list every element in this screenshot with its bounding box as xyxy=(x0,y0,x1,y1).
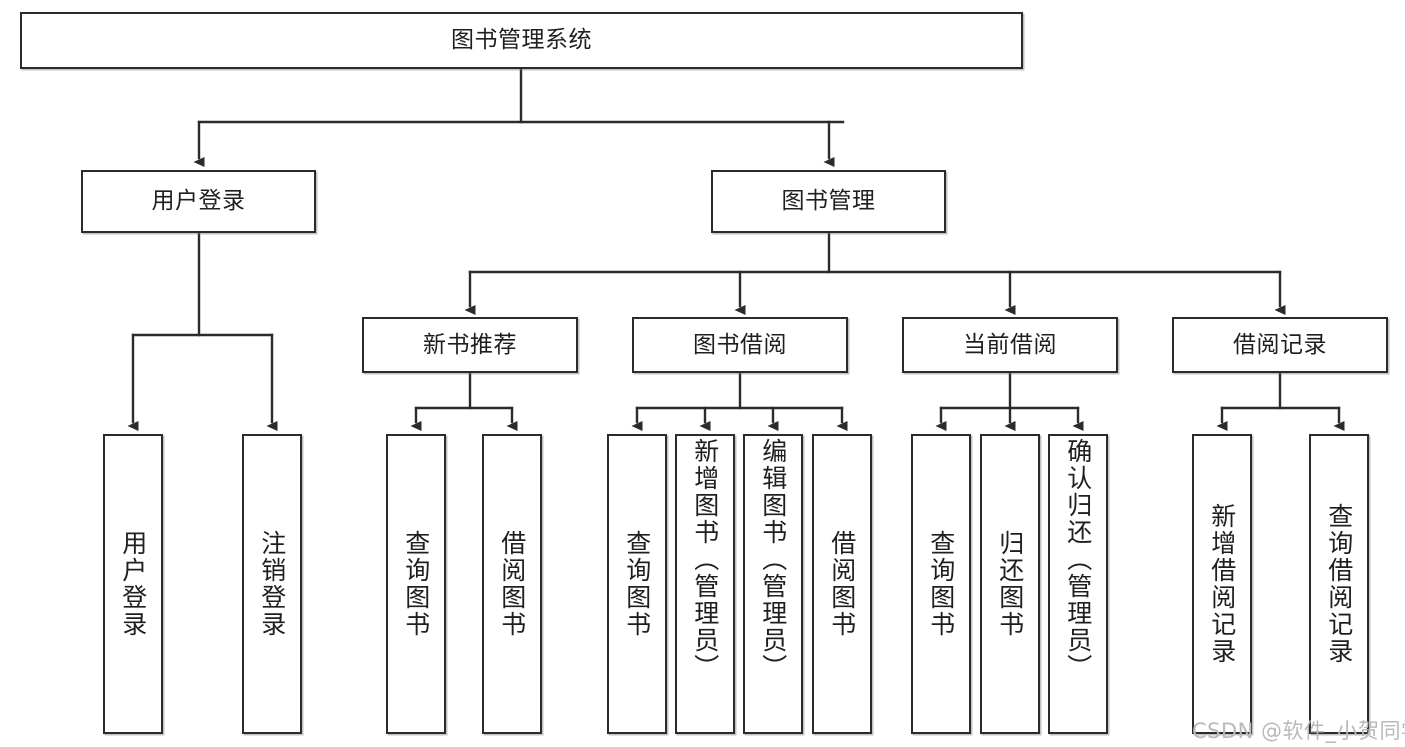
leaf-borrow-edit-book-label: 编辑图书（管理员） xyxy=(758,438,788,681)
leaf-borrow-add-book-label: 新增图书（管理员） xyxy=(690,438,720,681)
node-current-borrow[interactable]: 当前借阅 xyxy=(902,317,1118,373)
leaf-borrow-borrow-book[interactable]: 借阅图书 xyxy=(812,434,872,734)
node-book-borrow-label: 图书借阅 xyxy=(693,331,787,358)
node-root[interactable]: 图书管理系统 xyxy=(20,12,1023,69)
leaf-newbook-query-book[interactable]: 查询图书 xyxy=(386,434,446,734)
node-borrow-record-label: 借阅记录 xyxy=(1233,331,1327,358)
leaf-record-add-record-label: 新增借阅记录 xyxy=(1207,503,1237,665)
leaf-borrow-query-book-label: 查询图书 xyxy=(622,530,652,638)
node-new-book-recommend[interactable]: 新书推荐 xyxy=(362,317,578,373)
leaf-user-logout-label: 注销登录 xyxy=(257,530,287,638)
leaf-borrow-add-book[interactable]: 新增图书（管理员） xyxy=(675,434,735,734)
node-borrow-record[interactable]: 借阅记录 xyxy=(1172,317,1388,373)
leaf-user-logout[interactable]: 注销登录 xyxy=(242,434,302,734)
node-new-book-recommend-label: 新书推荐 xyxy=(423,331,517,358)
leaf-current-return-book-label: 归还图书 xyxy=(995,530,1025,638)
leaf-current-return-book[interactable]: 归还图书 xyxy=(980,434,1040,734)
node-user-login[interactable]: 用户登录 xyxy=(81,170,316,233)
leaf-record-query-record-label: 查询借阅记录 xyxy=(1324,503,1354,665)
leaf-record-add-record[interactable]: 新增借阅记录 xyxy=(1192,434,1252,734)
node-book-management-label: 图书管理 xyxy=(781,188,876,215)
leaf-borrow-borrow-book-label: 借阅图书 xyxy=(827,530,857,638)
leaf-newbook-borrow-book-label: 借阅图书 xyxy=(497,530,527,638)
node-book-management[interactable]: 图书管理 xyxy=(711,170,946,233)
leaf-record-query-record[interactable]: 查询借阅记录 xyxy=(1309,434,1369,734)
node-root-label: 图书管理系统 xyxy=(451,27,592,54)
leaf-current-query-book[interactable]: 查询图书 xyxy=(911,434,971,734)
leaf-borrow-edit-book[interactable]: 编辑图书（管理员） xyxy=(743,434,803,734)
leaf-user-login[interactable]: 用户登录 xyxy=(103,434,163,734)
node-book-borrow[interactable]: 图书借阅 xyxy=(632,317,848,373)
leaf-newbook-borrow-book[interactable]: 借阅图书 xyxy=(482,434,542,734)
leaf-user-login-label: 用户登录 xyxy=(118,530,148,638)
leaf-current-confirm-return-label: 确认归还（管理员） xyxy=(1063,438,1093,681)
leaf-current-query-book-label: 查询图书 xyxy=(926,530,956,638)
node-current-borrow-label: 当前借阅 xyxy=(963,331,1057,358)
watermark-text: CSDN @软件_小贺同学 xyxy=(1192,719,1405,743)
leaf-borrow-query-book[interactable]: 查询图书 xyxy=(607,434,667,734)
leaf-newbook-query-book-label: 查询图书 xyxy=(401,530,431,638)
node-user-login-label: 用户登录 xyxy=(151,188,246,215)
leaf-current-confirm-return[interactable]: 确认归还（管理员） xyxy=(1048,434,1108,734)
